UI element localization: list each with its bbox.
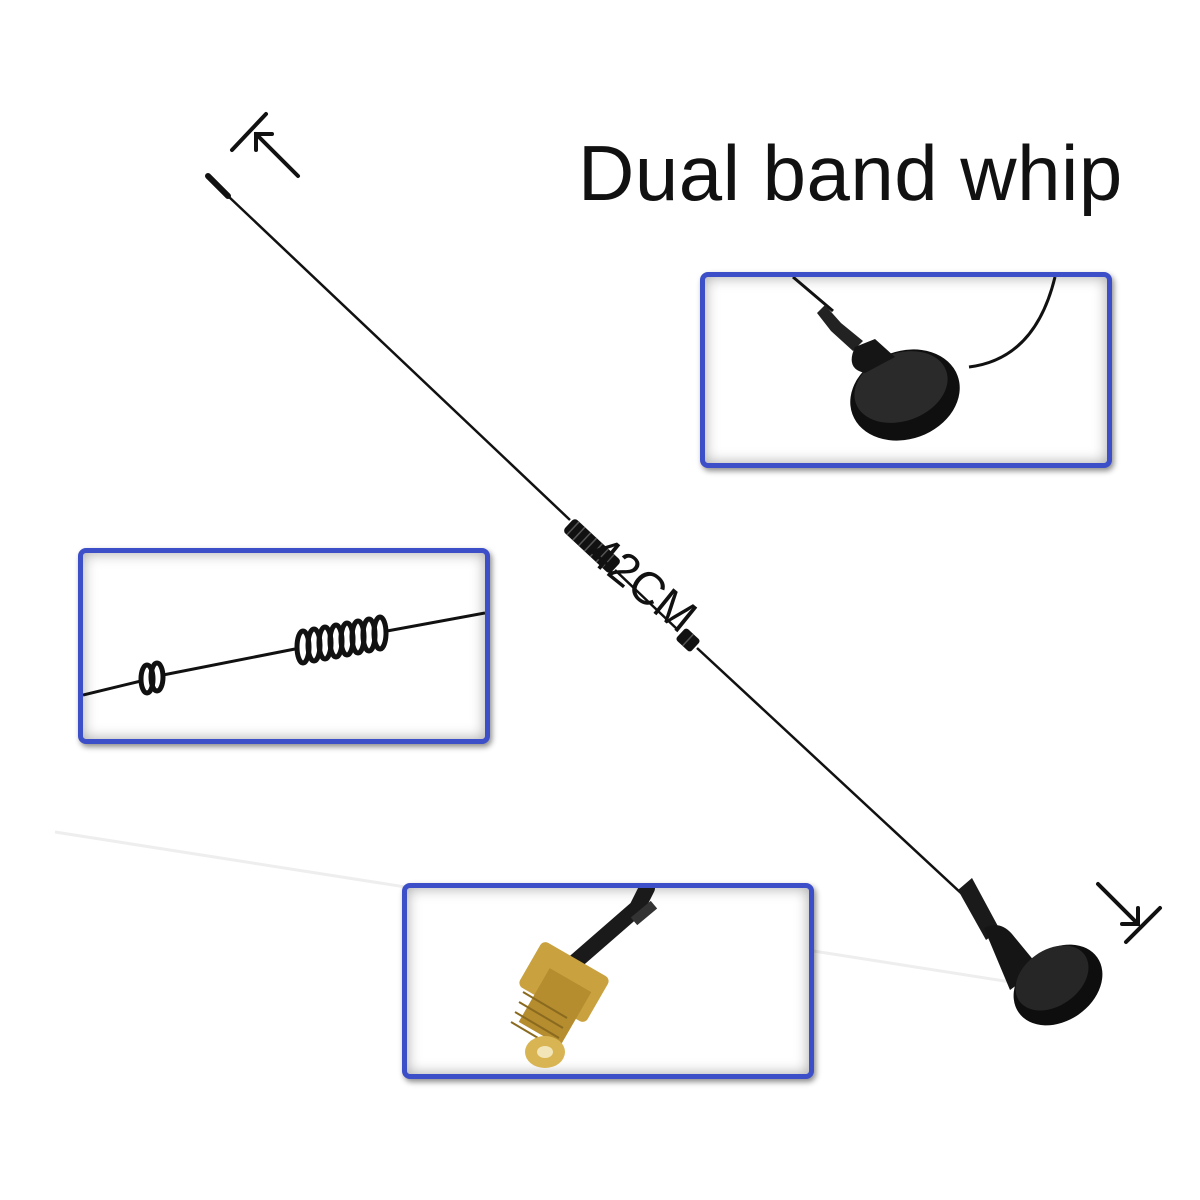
inset-main-coil xyxy=(294,614,389,666)
arrow-top-left-icon xyxy=(230,112,300,178)
inset-coil-photo xyxy=(83,611,485,697)
inset-base-photo xyxy=(792,277,1057,441)
antenna-rod-middle xyxy=(614,569,679,631)
antenna-rod-upper xyxy=(227,195,571,521)
arrow-bottom-right-icon xyxy=(1096,882,1162,944)
inset-small-coil xyxy=(138,660,166,696)
antenna-coil-main xyxy=(564,519,620,573)
antenna-coil-small xyxy=(676,628,700,652)
inset-magnetic-base xyxy=(700,272,1112,468)
inset-connector-photo xyxy=(510,888,658,1068)
page-title: Dual band whip xyxy=(578,129,1123,217)
inset-sma-connector xyxy=(402,883,814,1079)
sma-connector-body xyxy=(510,942,609,1068)
antenna-rod-lower xyxy=(696,647,963,895)
inset-coil-detail xyxy=(78,548,490,744)
magnetic-base xyxy=(958,878,1103,1026)
antenna-tip xyxy=(205,173,231,199)
